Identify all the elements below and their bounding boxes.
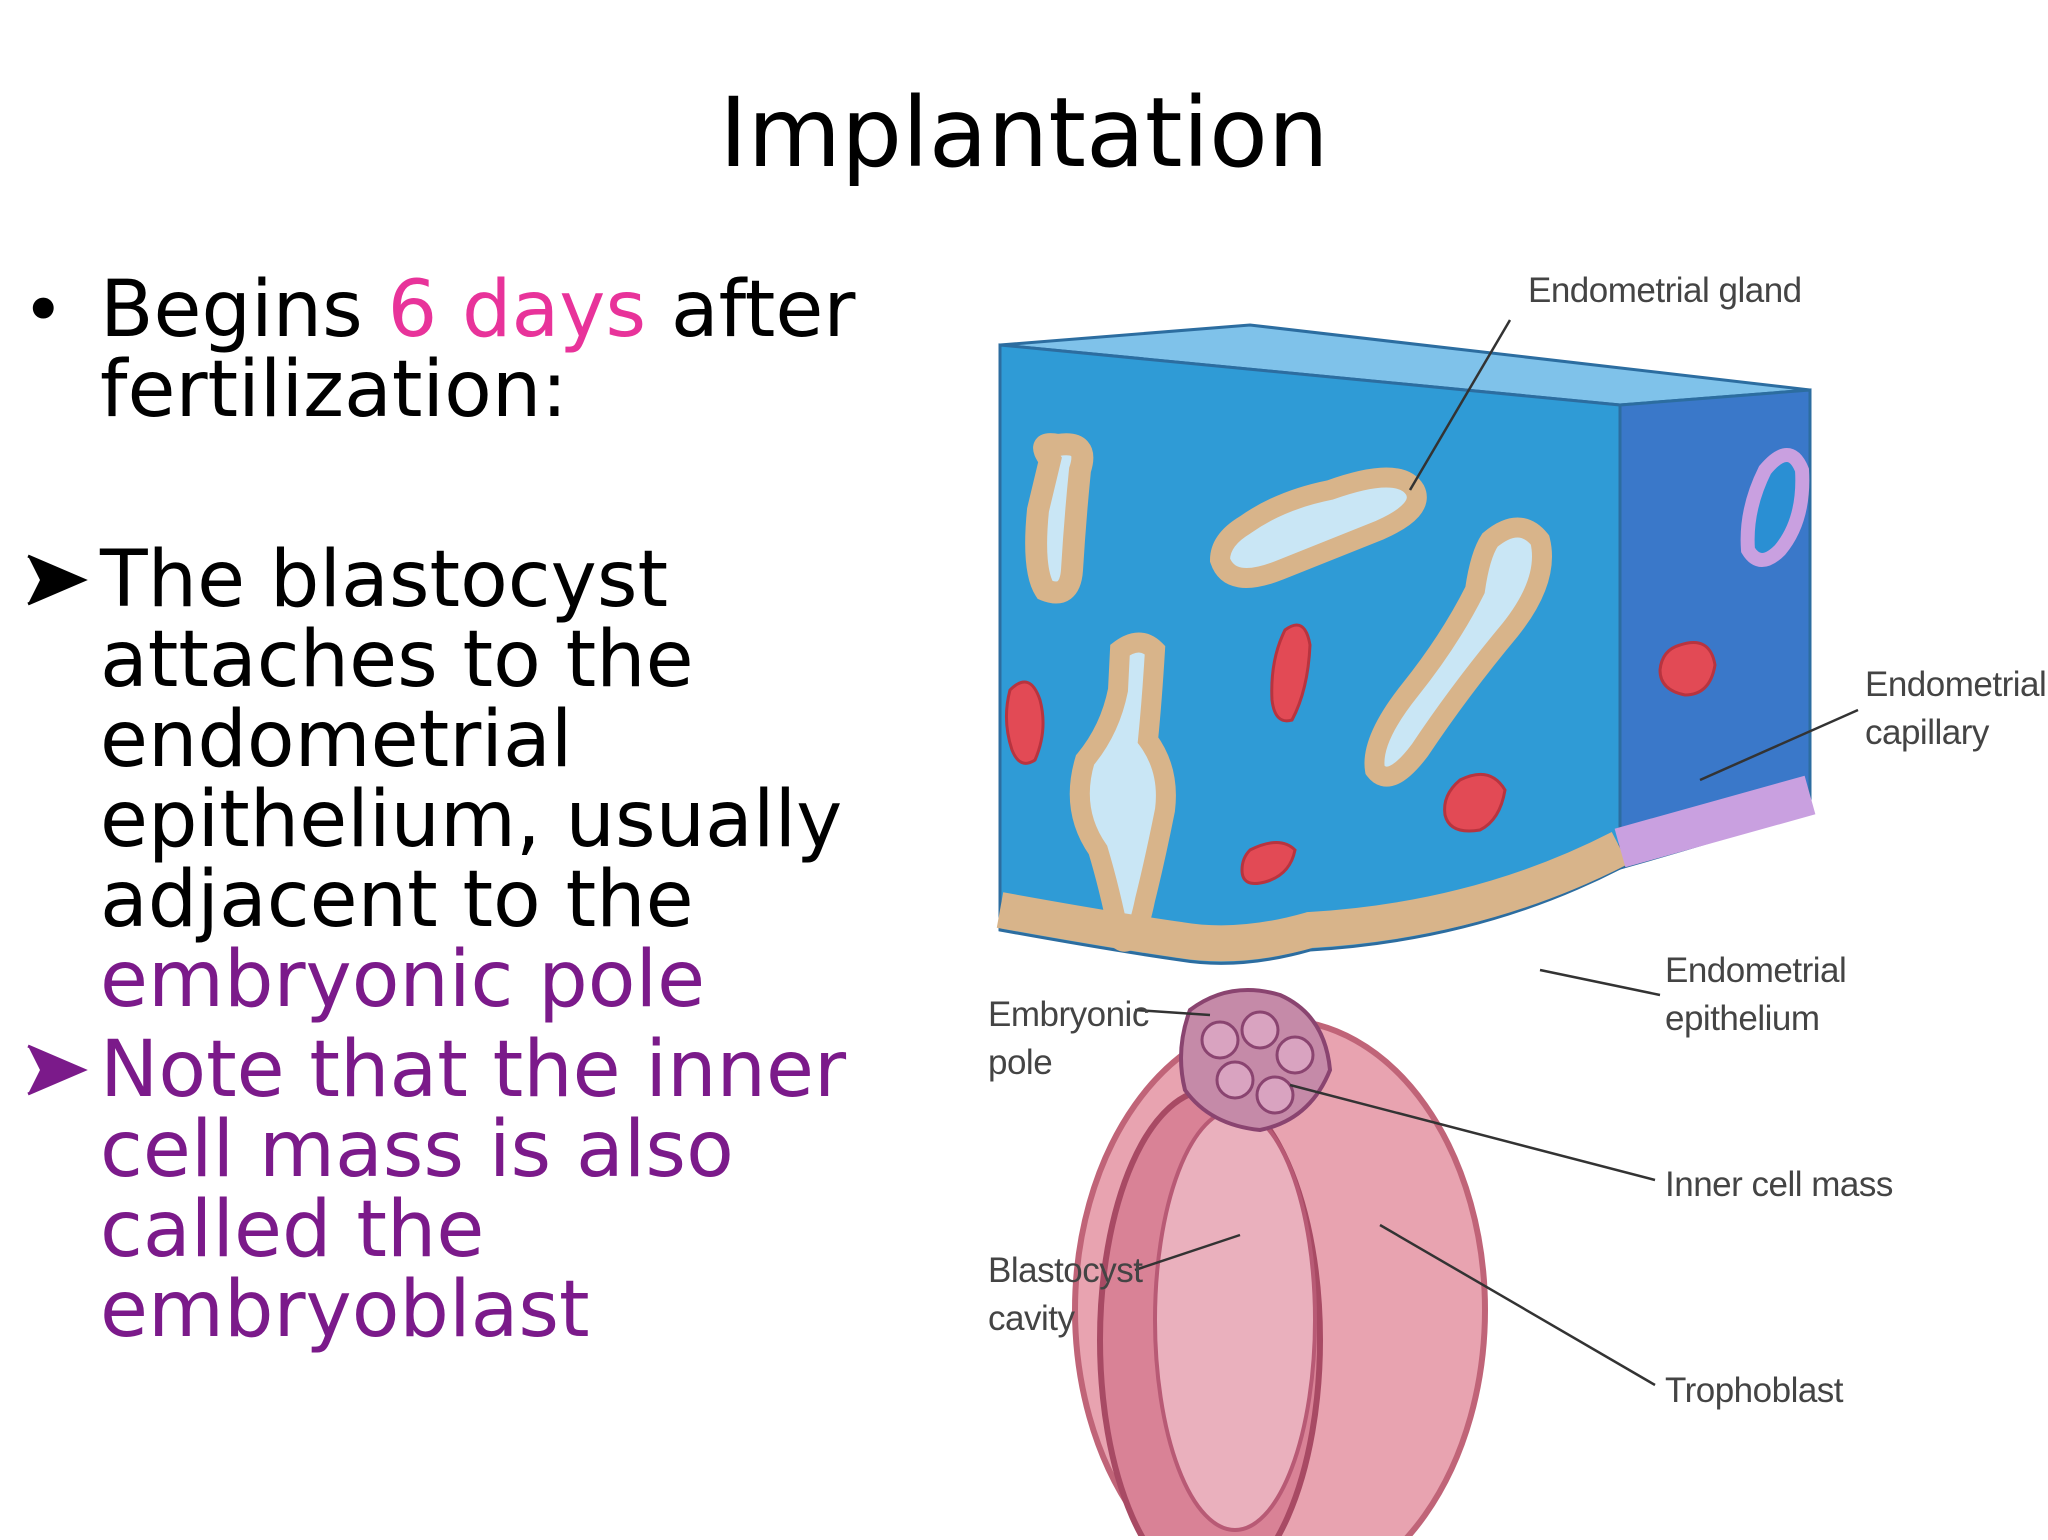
implantation-diagram: Endometrial gland Endometrial capillary … — [980, 250, 2048, 1540]
endometrial-gland — [1740, 448, 1810, 567]
implantation-illustration — [996, 319, 1859, 1540]
endometrial-capillary — [1443, 772, 1507, 833]
bullet-dot-icon: • — [22, 268, 65, 352]
endometrial-gland — [1069, 632, 1176, 952]
bullet-text: Begins 6 days after fertilization: — [100, 270, 982, 430]
arrow-bullet-text-part: The blastocyst attaches to the endometri… — [100, 535, 843, 945]
label-blastocyst-cavity-line1: Blastocyst — [988, 1251, 1143, 1290]
leader-endometrial-epithelium — [1539, 968, 1661, 997]
arrow-bullet-icon — [22, 540, 100, 620]
endometrial-capillary — [1005, 680, 1045, 765]
leader-endometrial-capillary — [1699, 708, 1859, 782]
label-endometrial-epithelium-line1: Endometrial — [1665, 951, 1847, 990]
label-endometrial-capillary-line1: Endometrial — [1865, 665, 2047, 704]
arrow-bullet-icon — [22, 1030, 100, 1110]
bullet-text-part: Begins — [100, 265, 388, 355]
label-trophoblast: Trophoblast — [1665, 1371, 1844, 1410]
label-inner-cell-mass: Inner cell mass — [1665, 1165, 1893, 1204]
endometrial-capillary — [1270, 623, 1312, 723]
label-embryonic-pole-line1: Embryonic — [988, 995, 1149, 1034]
label-endometrial-gland: Endometrial gland — [1528, 271, 1802, 310]
label-embryonic-pole-line2: pole — [988, 1043, 1053, 1082]
leader-lines — [1134, 319, 1859, 1387]
label-endometrial-capillary-line2: capillary — [1865, 713, 1989, 752]
label-blastocyst-cavity-line2: cavity — [988, 1299, 1075, 1338]
leader-trophoblast — [1379, 1223, 1656, 1387]
label-endometrial-epithelium-line2: epithelium — [1665, 999, 1820, 1038]
leader-endometrial-gland — [1408, 319, 1512, 491]
endometrial-gland — [1364, 517, 1552, 787]
arrow-bullet-text: The blastocyst attaches to the endometri… — [100, 540, 982, 1020]
leader-blastocyst-cavity — [1134, 1233, 1241, 1272]
arrow-bullet-item: Note that the inner cell mass is also ca… — [22, 1030, 982, 1350]
endometrial-gland — [1209, 467, 1427, 588]
bullet-list: • Begins 6 days after fertilization: The… — [22, 270, 982, 1350]
slide-title: Implantation — [719, 77, 1329, 189]
endometrial-epithelium — [996, 831, 1629, 962]
bullet-highlight-six-days: 6 days — [387, 265, 647, 355]
bullet-item: • Begins 6 days after fertilization: — [22, 270, 982, 430]
blastocyst-cavity — [1153, 1108, 1317, 1532]
endometrial-gland — [1025, 433, 1094, 604]
leader-embryonic-pole — [1134, 1008, 1211, 1017]
arrow-bullet-highlight-embryonic-pole: embryonic pole — [100, 935, 706, 1025]
endometrial-capillary — [1240, 841, 1297, 885]
bullet-text-part: after fertilization: — [100, 265, 856, 435]
endometrial-epithelium-side — [1614, 775, 1816, 868]
arrow-bullet-text: Note that the inner cell mass is also ca… — [100, 1030, 982, 1350]
arrow-bullet-item: The blastocyst attaches to the endometri… — [22, 540, 982, 1020]
leader-inner-cell-mass — [1289, 1083, 1656, 1182]
arrow-bullet-text-part: Note that the inner cell mass is also ca… — [100, 1025, 847, 1355]
endometrial-capillary — [1658, 641, 1717, 697]
